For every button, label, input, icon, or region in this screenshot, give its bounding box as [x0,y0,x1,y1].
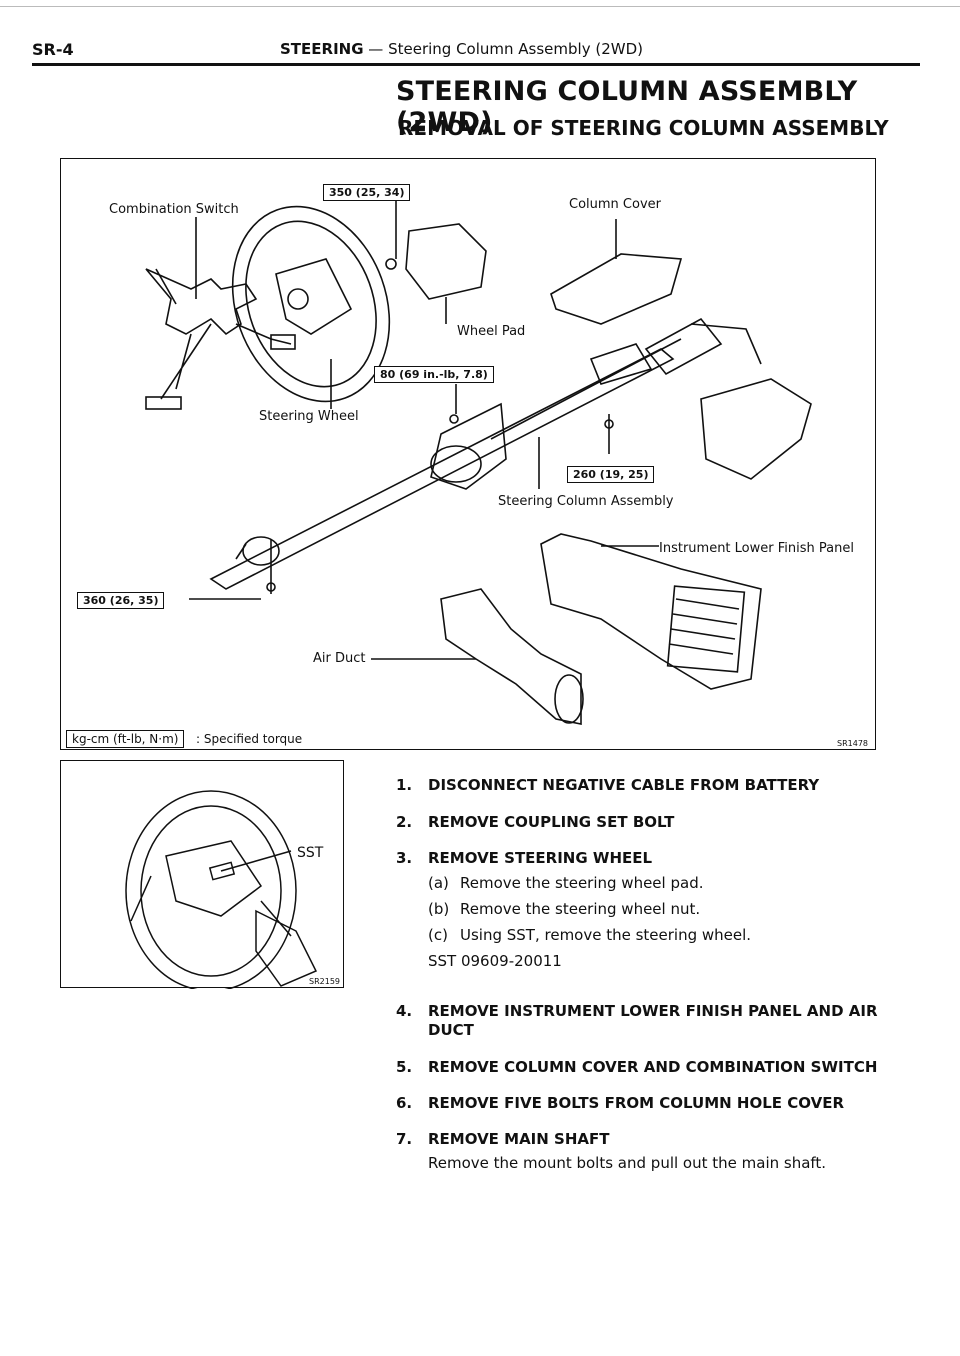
label-instrument-lower-finish-panel: Instrument Lower Finish Panel [659,541,854,556]
wheel-pad-drawing [385,199,487,324]
step-title: REMOVE MAIN SHAFT [428,1130,610,1148]
column-cover-drawing [550,219,683,325]
top-scan-line [0,6,960,7]
exploded-diagram: Combination Switch Column Cover Wheel Pa… [60,158,876,750]
exploded-diagram-drawing [145,199,812,725]
step-title: DISCONNECT NEGATIVE CABLE FROM BATTERY [428,776,820,794]
sst-drawing [125,790,318,989]
step-title: REMOVE FIVE BOLTS FROM COLUMN HOLE COVER [428,1094,845,1112]
section-title: STEERING — Steering Column Assembly (2WD… [280,40,643,58]
label-wheel-pad: Wheel Pad [457,324,526,339]
page-subtitle: REMOVAL OF STEERING COLUMN ASSEMBLY [398,116,889,140]
substep-c: (c) Using SST, remove the steering wheel. [428,926,751,944]
substep-tag: (b) [428,900,450,918]
lower-cover-drawing [589,343,812,480]
combination-switch-drawing [145,217,296,410]
step-number: 6. [396,1094,413,1112]
finish-panel-drawing [540,533,762,690]
label-combination-switch: Combination Switch [109,202,239,217]
label-column-cover: Column Cover [569,197,661,212]
legend-unit-box: kg-cm (ft-lb, N·m) [66,730,185,748]
air-duct-drawing [371,588,584,725]
page-header: SR-4 STEERING — Steering Column Assembly… [32,36,920,66]
section-name: STEERING [280,40,364,58]
sst-label: SST [297,845,324,861]
step-number: 4. [396,1002,413,1020]
substep-b: (b) Remove the steering wheel nut. [428,900,700,918]
step-number: 5. [396,1058,413,1076]
substep-text: Using SST, remove the steering wheel. [460,926,752,944]
sst-illustration: SST SR2159 [60,760,344,989]
substep-a: (a) Remove the steering wheel pad. [428,874,703,892]
label-steering-wheel: Steering Wheel [259,409,359,424]
step-number: 2. [396,813,413,831]
section-sub: Steering Column Assembly (2WD) [388,40,643,58]
label-steering-column-assembly: Steering Column Assembly [498,494,674,509]
substep-tag: (a) [428,874,449,892]
substep-tag: (c) [428,926,448,944]
steering-wheel-drawing [231,205,391,409]
step-title: REMOVE COUPLING SET BOLT [428,813,675,831]
label-air-duct: Air Duct [313,651,366,666]
bolts-drawing [189,384,614,600]
figure2-code: SR2159 [309,977,340,986]
coupling-drawing [235,536,280,566]
legend-text: : Specified torque [196,732,303,746]
sst-number: SST 09609-20011 [428,952,562,970]
step-title: REMOVE STEERING WHEEL [428,849,653,867]
step-number: 7. [396,1130,413,1148]
header-rule [32,63,920,66]
torque-coupling-bolt: 360 (26, 35) [77,592,165,609]
step-number: 1. [396,776,413,794]
torque-column-bolt: 260 (19, 25) [567,466,655,483]
substep-text: Remove the steering wheel nut. [460,900,701,918]
torque-pad-screw: 80 (69 in.-lb, 7.8) [374,366,494,383]
substep-text: Remove the steering wheel pad. [460,874,704,892]
page-title: STEERING COLUMN ASSEMBLY (2WD) [396,76,858,138]
page-code: SR-4 [32,40,74,59]
section-dash: — [363,40,389,58]
steering-column-drawing [209,317,762,590]
step-description: Remove the mount bolts and pull out the … [428,1154,827,1172]
step-title: REMOVE INSTRUMENT LOWER FINISH PANEL AND… [428,1002,878,1039]
torque-wheel-nut: 350 (25, 34) [323,184,411,201]
step-number: 3. [396,849,413,867]
step-title: REMOVE COLUMN COVER AND COMBINATION SWIT… [428,1058,878,1076]
figure1-code: SR1478 [837,739,868,748]
